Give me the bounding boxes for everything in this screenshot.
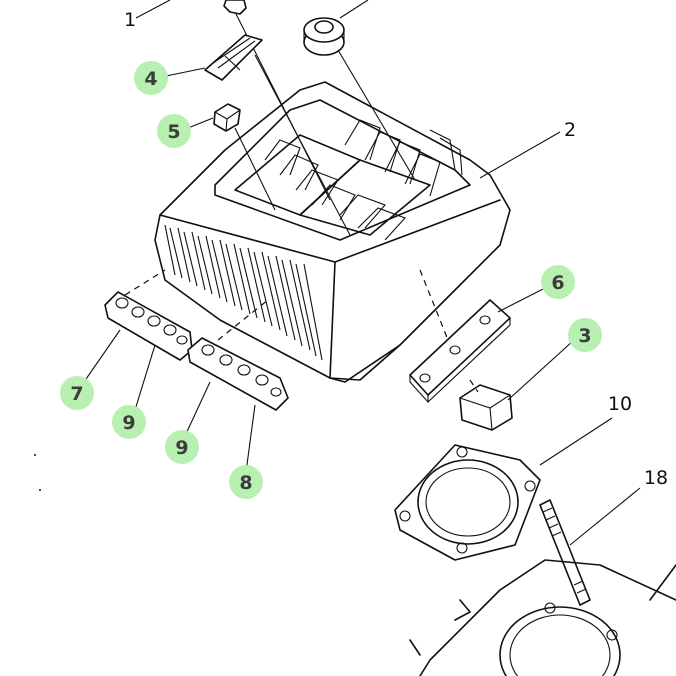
- part-5-block: [213, 103, 276, 211]
- part-10-gasket: [394, 444, 541, 561]
- callout-label: 9: [175, 437, 188, 459]
- callout-label: 18: [644, 467, 668, 489]
- callout-8: 8: [229, 465, 263, 499]
- part-18-stud-bolt: [539, 499, 591, 606]
- callout-9-right: 9: [165, 430, 199, 464]
- callout-7: 7: [60, 376, 94, 410]
- leader-lines: [83, 0, 641, 546]
- callout-label: 7: [70, 383, 83, 405]
- callout-label: 8: [239, 472, 252, 494]
- callout-9-left: 9: [112, 405, 146, 439]
- speck: [34, 454, 36, 456]
- callout-label: 10: [608, 393, 632, 415]
- callout-3: 3: [568, 318, 602, 352]
- callout-label: 2: [564, 119, 576, 141]
- callout-18: 18: [644, 467, 668, 489]
- part-7-damper: [104, 269, 193, 361]
- callout-6: 6: [541, 265, 575, 299]
- part-4-sleeve: [204, 34, 351, 236]
- callout-label: 6: [551, 272, 564, 294]
- callout-10: 10: [608, 393, 632, 415]
- grommet-nut: [303, 0, 416, 181]
- part-3-rubber-block: [459, 379, 513, 431]
- callout-label: 3: [578, 325, 591, 347]
- callout-label: 4: [144, 68, 157, 90]
- callout-2: 2: [564, 119, 576, 141]
- callout-label: 5: [167, 121, 180, 143]
- callout-5: 5: [157, 114, 191, 148]
- callout-1: 1: [124, 9, 136, 31]
- cylinder-head: [154, 81, 511, 383]
- part-6-bracket: [409, 269, 511, 404]
- callout-label: 1: [124, 9, 136, 31]
- callout-4: 4: [134, 61, 168, 95]
- part-8-damper: [187, 299, 289, 411]
- cylinder-base: [409, 559, 676, 676]
- speck: [39, 489, 41, 491]
- callout-label: 9: [122, 412, 135, 434]
